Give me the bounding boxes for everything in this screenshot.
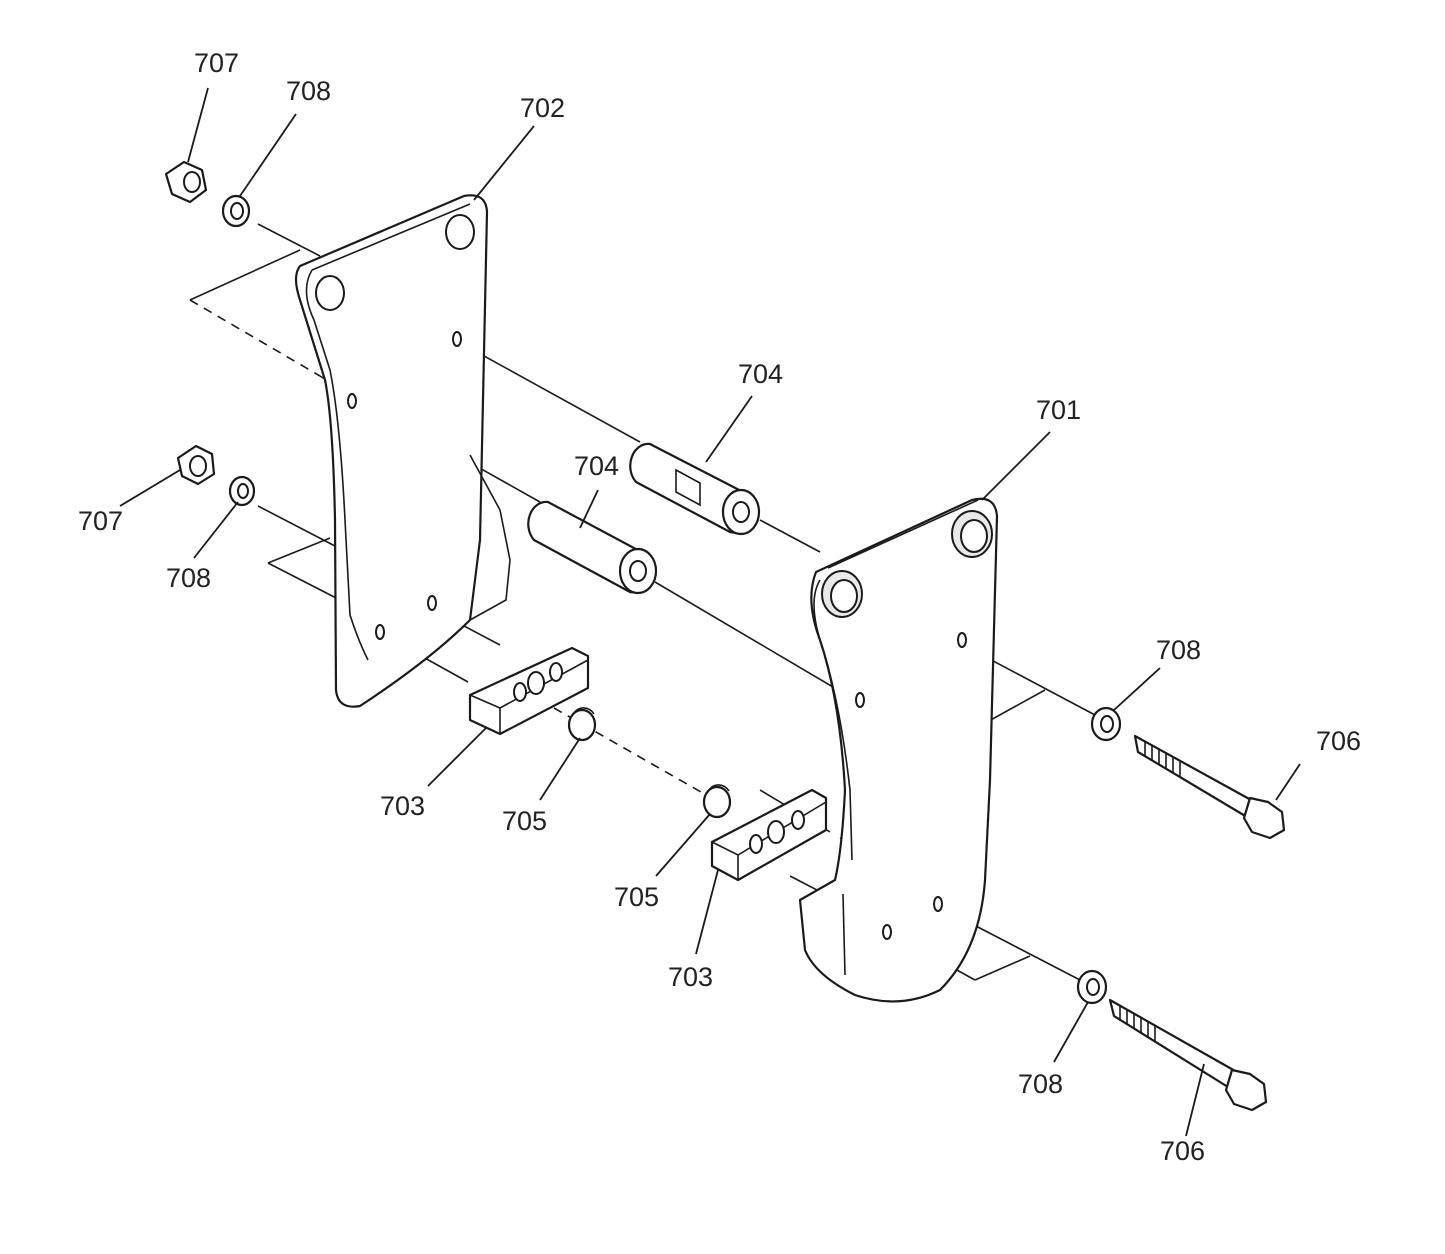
bushing-left (567, 707, 597, 742)
bolt-lower (1108, 998, 1268, 1112)
label-705-left: 705 (502, 806, 547, 836)
pin-lower (527, 500, 658, 595)
spacer-block-left (468, 646, 590, 736)
label-705-right: 705 (614, 882, 659, 912)
part-labels: 707 708 702 704 701 704 707 708 708 706 … (78, 48, 1361, 1166)
label-707-upper: 707 (194, 48, 239, 78)
label-707-lower: 707 (78, 506, 123, 536)
label-702: 702 (520, 93, 565, 123)
washer-lower-left (228, 475, 256, 507)
label-706-upper: 706 (1316, 726, 1361, 756)
label-706-lower: 706 (1160, 1136, 1205, 1166)
label-701: 701 (1036, 395, 1081, 425)
label-704-upper: 704 (738, 359, 783, 389)
label-704-lower: 704 (574, 451, 619, 481)
side-plate-right (798, 497, 999, 1003)
nut-lower (176, 444, 216, 486)
nut-upper (164, 160, 208, 204)
label-703-left: 703 (380, 791, 425, 821)
label-708-lower-right: 708 (1018, 1069, 1063, 1099)
label-708-upper-right: 708 (1156, 635, 1201, 665)
washer-lower-right (1076, 969, 1108, 1005)
label-703-right: 703 (668, 962, 713, 992)
bolt-upper (1133, 734, 1286, 840)
side-plate-left (294, 194, 511, 708)
label-708-upper-left: 708 (286, 76, 331, 106)
washer-upper-left (221, 194, 251, 228)
washer-upper-right (1090, 706, 1122, 742)
bushing-right (702, 784, 732, 819)
label-708-lower-left: 708 (166, 563, 211, 593)
spacer-block-right (710, 788, 828, 882)
pin-upper (629, 442, 761, 536)
leader-lines (119, 87, 1301, 1137)
